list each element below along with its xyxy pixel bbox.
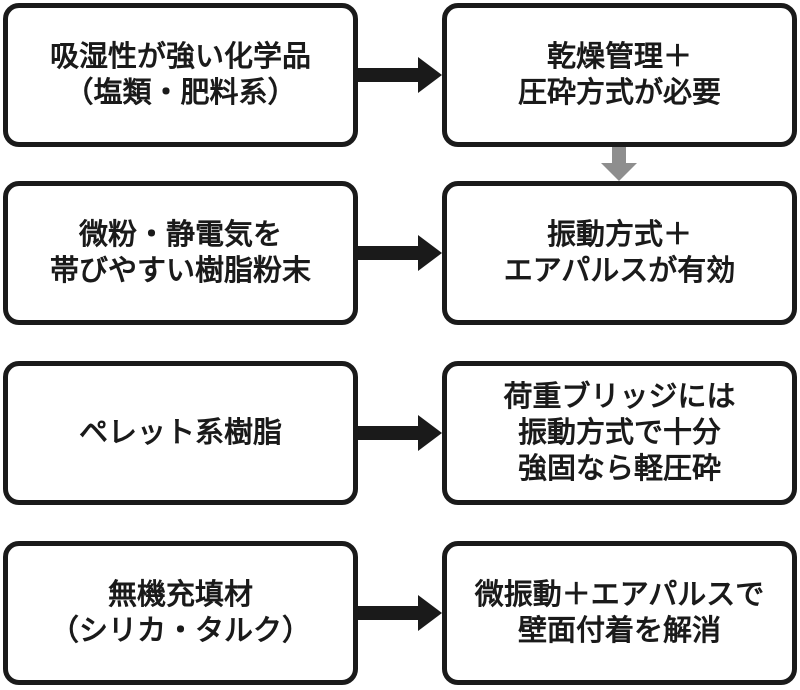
box-text-line: 圧砕方式が必要: [517, 77, 721, 109]
box-text-line: 微粉・静電気を: [78, 219, 282, 251]
arrow-stem: [612, 147, 626, 163]
right-arrow-row3: [356, 415, 442, 451]
arrow-stem: [356, 606, 420, 620]
result-box-dry-management: 乾燥管理＋ 圧砕方式が必要: [442, 3, 797, 147]
arrow-head: [418, 57, 442, 93]
arrow-head: [418, 595, 442, 631]
box-text-line: 微振動＋エアパルスで: [474, 579, 765, 611]
box-text-line: 壁面付着を解消: [517, 615, 721, 647]
box-text-line: 振動方式＋: [546, 219, 692, 251]
result-box-load-bridge: 荷重ブリッジには 振動方式で十分 強固なら軽圧砕: [442, 361, 797, 505]
down-arrow-gray: [601, 147, 637, 181]
right-arrow-row4: [356, 595, 442, 631]
box-text-line: エアパルスが有効: [503, 255, 736, 287]
box-text-line: 強固なら軽圧砕: [517, 453, 721, 485]
source-box-inorganic-filler: 無機充填材 （シリカ・タルク）: [3, 541, 358, 685]
source-box-hygroscopic-chemicals: 吸湿性が強い化学品 （塩類・肥料系）: [3, 3, 358, 147]
arrow-head: [418, 415, 442, 451]
right-arrow-row2: [356, 235, 442, 271]
source-box-fine-powder-static: 微粉・静電気を 帯びやすい樹脂粉末: [3, 181, 358, 325]
arrow-stem: [356, 68, 420, 82]
arrow-head: [418, 235, 442, 271]
result-box-vibration-airpulse: 振動方式＋ エアパルスが有効: [442, 181, 797, 325]
arrow-head: [601, 163, 637, 181]
box-text-line: 乾燥管理＋: [546, 41, 692, 73]
box-text-line: （塩類・肥料系）: [64, 77, 297, 109]
result-box-micro-vibration: 微振動＋エアパルスで 壁面付着を解消: [442, 541, 797, 685]
arrow-stem: [356, 426, 420, 440]
arrow-stem: [356, 246, 420, 260]
box-text-line: 荷重ブリッジには: [503, 381, 736, 413]
box-text-line: 吸湿性が強い化学品: [49, 41, 311, 73]
box-text-line: 無機充填材: [107, 579, 253, 611]
box-text-line: 振動方式で十分: [517, 417, 721, 449]
right-arrow-row1: [356, 57, 442, 93]
box-text-line: （シリカ・タルク）: [49, 615, 311, 647]
source-box-pellet-resin: ペレット系樹脂: [3, 361, 358, 505]
box-text-line: 帯びやすい樹脂粉末: [49, 255, 311, 287]
box-text-line: ペレット系樹脂: [78, 417, 282, 449]
